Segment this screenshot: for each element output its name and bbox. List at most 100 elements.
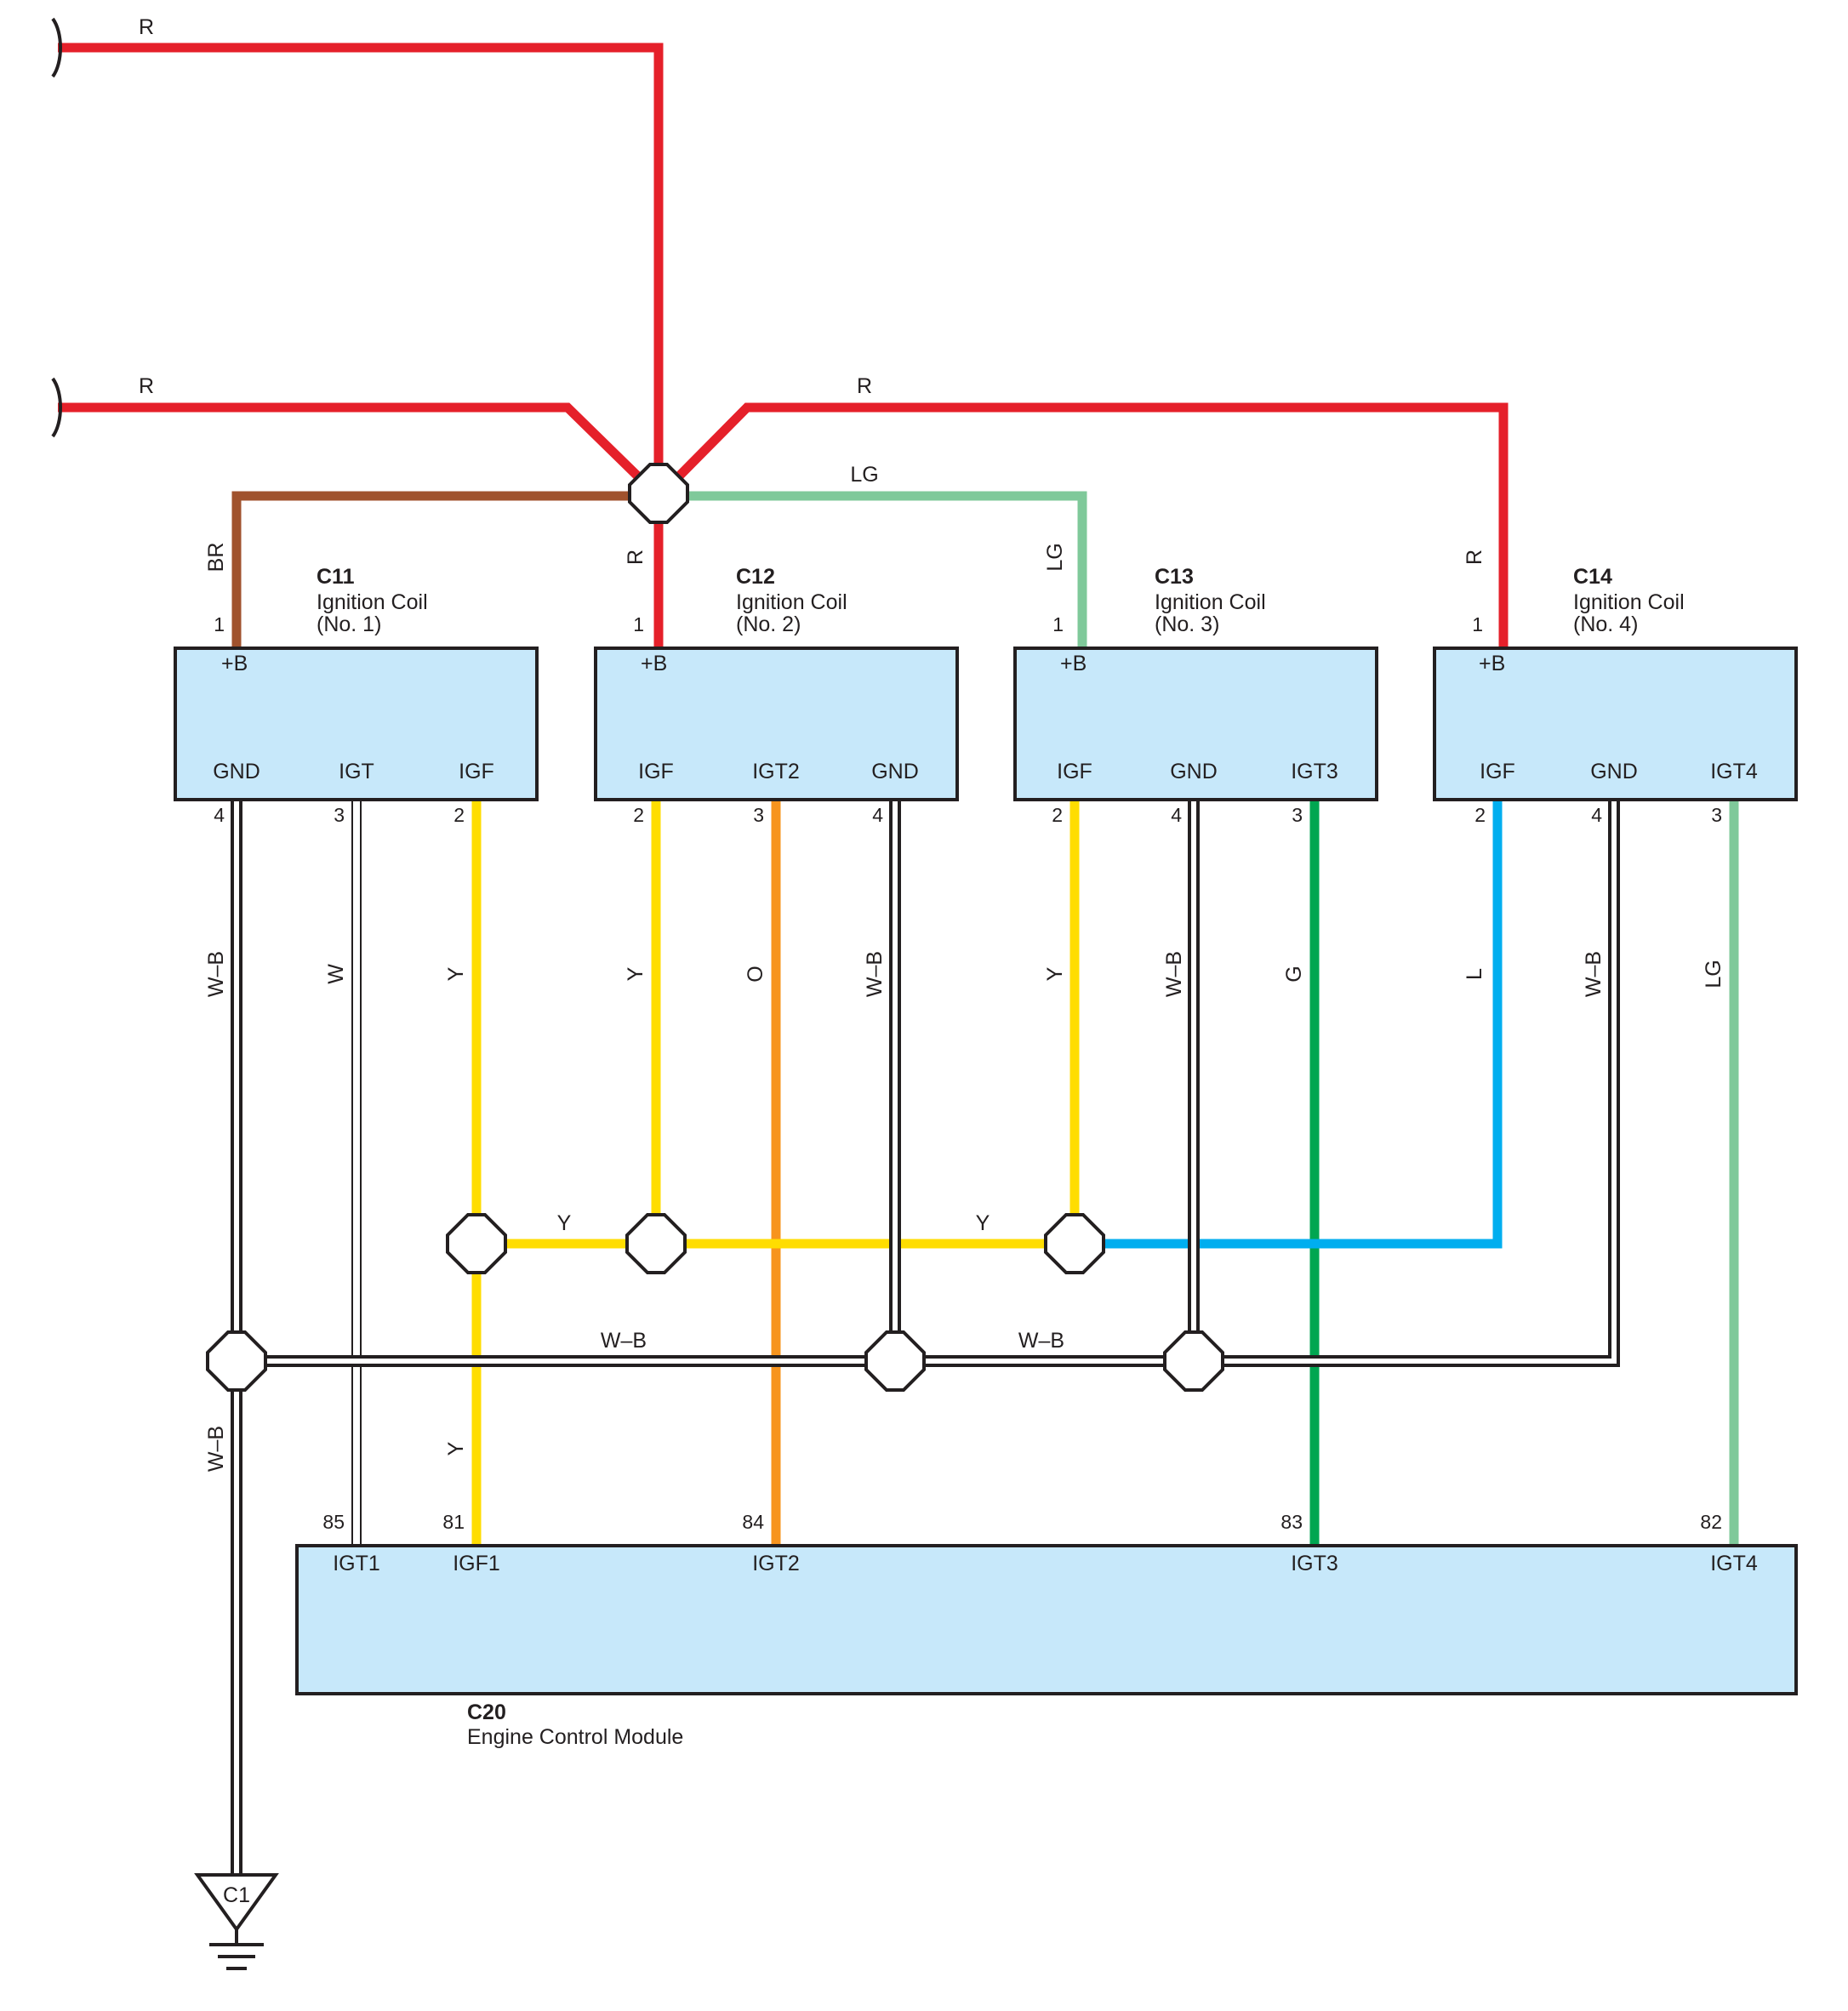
label-r-c14: R	[1463, 550, 1486, 565]
c11-term-igf: IGF	[459, 760, 494, 783]
c20-pin-igt4: 82	[1700, 1511, 1722, 1533]
c11-id: C11	[317, 565, 355, 589]
label-c12-gnd: W–B	[863, 951, 887, 997]
label-r-top: R	[139, 15, 154, 39]
c14-id: C14	[1573, 565, 1612, 589]
c12-id: C12	[736, 565, 775, 589]
label-c14-igf: L	[1463, 968, 1486, 980]
wire-break-mark-mid	[51, 377, 62, 438]
c14-box	[1433, 647, 1798, 801]
wire-r-mid-right	[665, 402, 1509, 648]
c20-pin-igf1: 81	[442, 1511, 465, 1533]
c12-term-igf: IGF	[638, 760, 674, 783]
label-c12-igf: Y	[624, 966, 647, 981]
c14-term-igf: IGF	[1480, 760, 1515, 783]
c20-pin-igt2: 84	[742, 1511, 764, 1533]
c14-term-igt4: IGT4	[1710, 760, 1758, 783]
c14-pin-gnd: 4	[1591, 804, 1602, 826]
c20-term-igt3: IGT3	[1291, 1552, 1338, 1575]
c11-name: Ignition Coil	[317, 590, 428, 614]
ground-triangle	[194, 1873, 279, 1933]
c13-box	[1013, 647, 1378, 801]
label-gnd-bus-right: W–B	[1018, 1329, 1064, 1353]
c13-name: Ignition Coil	[1155, 590, 1266, 614]
label-igf1-lower: Y	[444, 1441, 468, 1456]
c11-bplus: +B	[221, 652, 248, 675]
c11-box	[174, 647, 539, 801]
wire-br-c11	[231, 491, 659, 648]
c12-pin-igt2: 3	[753, 804, 764, 826]
c12-name: Ignition Coil	[736, 590, 847, 614]
splice-y-c11	[446, 1213, 507, 1274]
c20-name: Engine Control Module	[467, 1725, 683, 1749]
c20-box	[295, 1544, 1798, 1695]
label-c11-gnd: W–B	[204, 951, 228, 997]
splice-power	[628, 463, 689, 524]
label-c11-igt: W	[324, 964, 348, 984]
c11-term-gnd: GND	[213, 760, 260, 783]
c12-labels: C12 Ignition Coil (No. 2) 1 +B IGF IGT2 …	[633, 565, 919, 826]
signal-wires	[231, 800, 1739, 1880]
c11-sub: (No. 1)	[317, 612, 381, 636]
c20-term-igt4: IGT4	[1710, 1552, 1758, 1575]
c13-pin-igt3: 3	[1292, 804, 1303, 826]
c12-bplus: +B	[641, 652, 667, 675]
label-lg-c13: LG	[1043, 543, 1067, 571]
ground-symbol: C1	[194, 1873, 279, 1970]
wire-c14-gnd	[237, 800, 1620, 1367]
label-c13-igt3: G	[1282, 966, 1306, 982]
label-ground-lower: W–B	[204, 1426, 228, 1472]
wire-break-mark-top	[51, 17, 62, 78]
c13-pin-igf: 2	[1052, 804, 1063, 826]
splice-gnd-c11	[206, 1330, 267, 1392]
c14-term-gnd: GND	[1590, 760, 1638, 783]
splice-y-c13	[1044, 1213, 1105, 1274]
label-lg-horizontal: LG	[850, 463, 878, 487]
label-c13-igf: Y	[1043, 966, 1067, 981]
c20-term-igf1: IGF1	[453, 1552, 500, 1575]
ground-label: C1	[223, 1883, 250, 1907]
label-r-mid-left: R	[139, 374, 154, 398]
c20-labels: 85 81 84 83 82 IGT1 IGF1 IGT2 IGT3 IGT4 …	[322, 1511, 1757, 1749]
label-c11-igf: Y	[444, 966, 468, 981]
c14-bplus: +B	[1479, 652, 1505, 675]
label-y-bus-left: Y	[557, 1211, 572, 1235]
c14-sub: (No. 4)	[1573, 612, 1638, 636]
c14-pin-bplus: 1	[1472, 613, 1483, 635]
wire-r-mid-left	[58, 402, 652, 490]
label-c12-igt2: O	[744, 966, 767, 982]
c12-term-gnd: GND	[871, 760, 919, 783]
splice-gnd-c12	[864, 1330, 926, 1392]
splice-y-c12	[625, 1213, 687, 1274]
red-power-wires	[58, 43, 1509, 648]
label-gnd-bus-left: W–B	[601, 1329, 647, 1353]
c14-labels: C14 Ignition Coil (No. 4) 1 +B IGF GND I…	[1472, 565, 1758, 826]
splice-gnd-c13	[1163, 1330, 1224, 1392]
label-c14-igt4: LG	[1702, 960, 1725, 988]
c20-pin-igt3: 83	[1280, 1511, 1303, 1533]
splice-nodes	[206, 463, 1224, 1392]
label-r-mid-right: R	[857, 374, 872, 398]
c12-pin-igf: 2	[633, 804, 644, 826]
c20-pin-igt1: 85	[322, 1511, 345, 1533]
c20-id: C20	[467, 1701, 506, 1724]
c12-term-igt2: IGT2	[752, 760, 800, 783]
c14-pin-igf: 2	[1474, 804, 1486, 826]
label-r-c12: R	[624, 550, 647, 565]
c11-pin-gnd: 4	[214, 804, 225, 826]
c14-name: Ignition Coil	[1573, 590, 1685, 614]
c11-pin-igt: 3	[334, 804, 345, 826]
wire-r-top	[58, 43, 664, 493]
c12-pin-bplus: 1	[633, 613, 644, 635]
c13-labels: C13 Ignition Coil (No. 3) 1 +B IGF GND I…	[1052, 565, 1338, 826]
c13-sub: (No. 3)	[1155, 612, 1219, 636]
c13-term-gnd: GND	[1170, 760, 1218, 783]
c11-pin-igf: 2	[453, 804, 465, 826]
c13-pin-gnd: 4	[1171, 804, 1182, 826]
c13-bplus: +B	[1060, 652, 1087, 675]
c12-box	[594, 647, 959, 801]
c20-term-igt2: IGT2	[752, 1552, 800, 1575]
c13-pin-bplus: 1	[1052, 613, 1064, 635]
label-br-c11: BR	[204, 543, 228, 573]
